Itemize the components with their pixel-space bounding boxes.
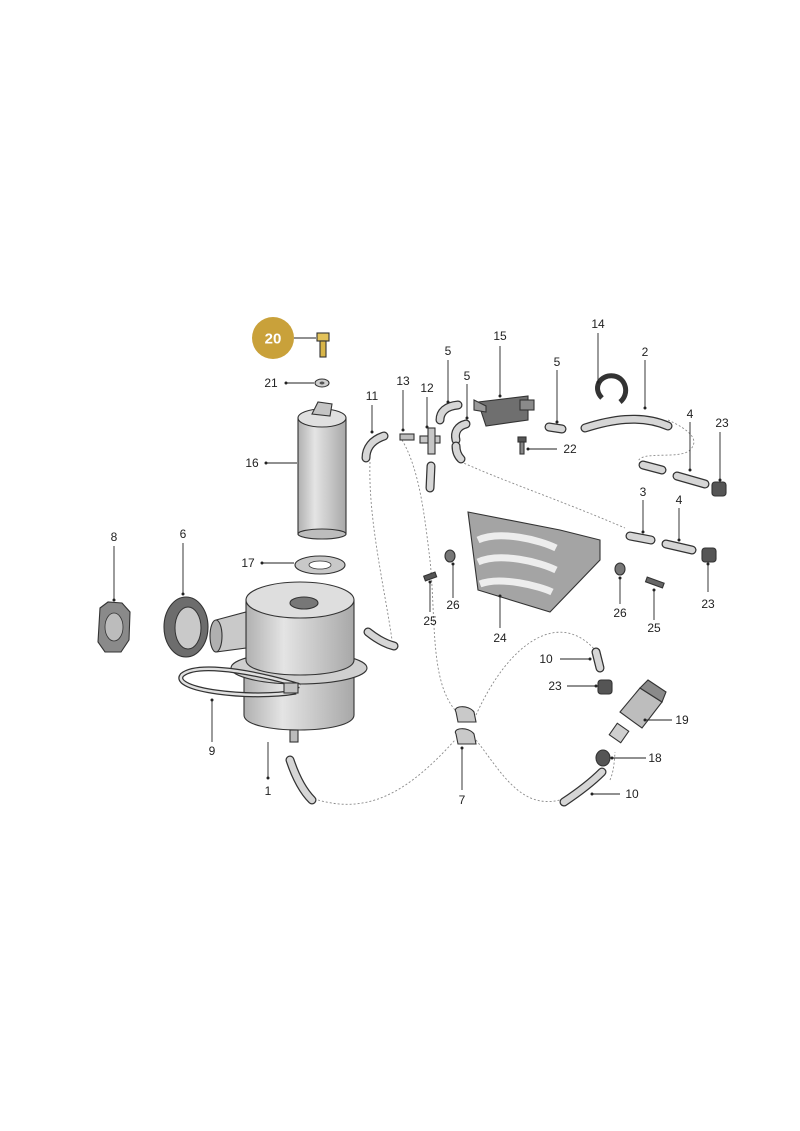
cap-part-8 [97, 601, 131, 653]
routing-lines [317, 419, 695, 805]
callout-9: 9 [209, 744, 216, 758]
callout-5-b: 5 [464, 369, 471, 383]
clip-part-23-low [597, 679, 613, 695]
highlight-label: 20 [265, 331, 282, 348]
callout-5-c: 5 [554, 355, 561, 369]
callout-5-a: 5 [445, 344, 452, 358]
callout-11: 11 [366, 389, 379, 403]
mounting-bracket-part-24 [467, 511, 601, 613]
clip-part-23-mid [701, 547, 717, 563]
callout-10-b: 10 [625, 787, 639, 801]
callout-23-b: 23 [701, 597, 715, 611]
screw-part-25-right [644, 576, 665, 589]
callout-26-a: 26 [446, 598, 460, 612]
callout-2: 2 [642, 345, 649, 359]
callout-12: 12 [420, 381, 434, 395]
callout-1: 1 [265, 784, 272, 798]
seal-ring-part-6 [163, 596, 209, 658]
callout-4-a: 4 [687, 407, 694, 421]
callout-10-a: 10 [539, 652, 553, 666]
highlight-badge [252, 317, 294, 359]
callout-23-c: 23 [548, 679, 562, 693]
bolt-part-22 [517, 436, 527, 455]
washer-part-21 [314, 378, 330, 388]
callout-19: 19 [675, 713, 689, 727]
leader-lines [112, 333, 722, 796]
bolt-part-20 [316, 332, 330, 358]
reservoir-part-1 [209, 581, 368, 743]
callout-3: 3 [640, 485, 647, 499]
callout-25-b: 25 [647, 621, 661, 635]
clip-part-7 [454, 706, 477, 745]
callout-24: 24 [493, 631, 507, 645]
callout-13: 13 [396, 374, 410, 388]
callout-labels: 21 16 17 1 8 6 9 11 13 12 5 5 15 5 14 2 … [111, 317, 729, 807]
t-piece-part-12 [419, 427, 441, 455]
highlight-callout-20[interactable]: 20 [252, 317, 294, 359]
washer-part-26-right [614, 562, 626, 576]
callout-7: 7 [459, 793, 466, 807]
callout-21: 21 [264, 376, 278, 390]
callout-8: 8 [111, 530, 118, 544]
callout-18: 18 [648, 751, 662, 765]
grommet-part-18 [595, 749, 611, 767]
gasket-part-17 [294, 555, 346, 575]
callout-15: 15 [493, 329, 507, 343]
hoses [285, 400, 710, 807]
strap-part-9 [178, 666, 301, 698]
callout-6: 6 [180, 527, 187, 541]
callout-16: 16 [245, 456, 259, 470]
clip-part-23-top [711, 481, 727, 497]
clamp-part-14 [595, 373, 629, 404]
connector-part-13 [399, 433, 415, 441]
callout-25-a: 25 [423, 614, 437, 628]
callout-14: 14 [591, 317, 605, 331]
filler-tube-part-16 [297, 401, 347, 540]
bracket-part-15 [473, 395, 535, 427]
callout-23-a: 23 [715, 416, 729, 430]
washer-part-26-left [444, 549, 456, 563]
screw-part-25-left [422, 571, 438, 582]
callout-26-b: 26 [613, 606, 627, 620]
callout-4-b: 4 [676, 493, 683, 507]
callout-22: 22 [563, 442, 577, 456]
pump-part-19 [608, 679, 667, 744]
callout-17: 17 [241, 556, 255, 570]
